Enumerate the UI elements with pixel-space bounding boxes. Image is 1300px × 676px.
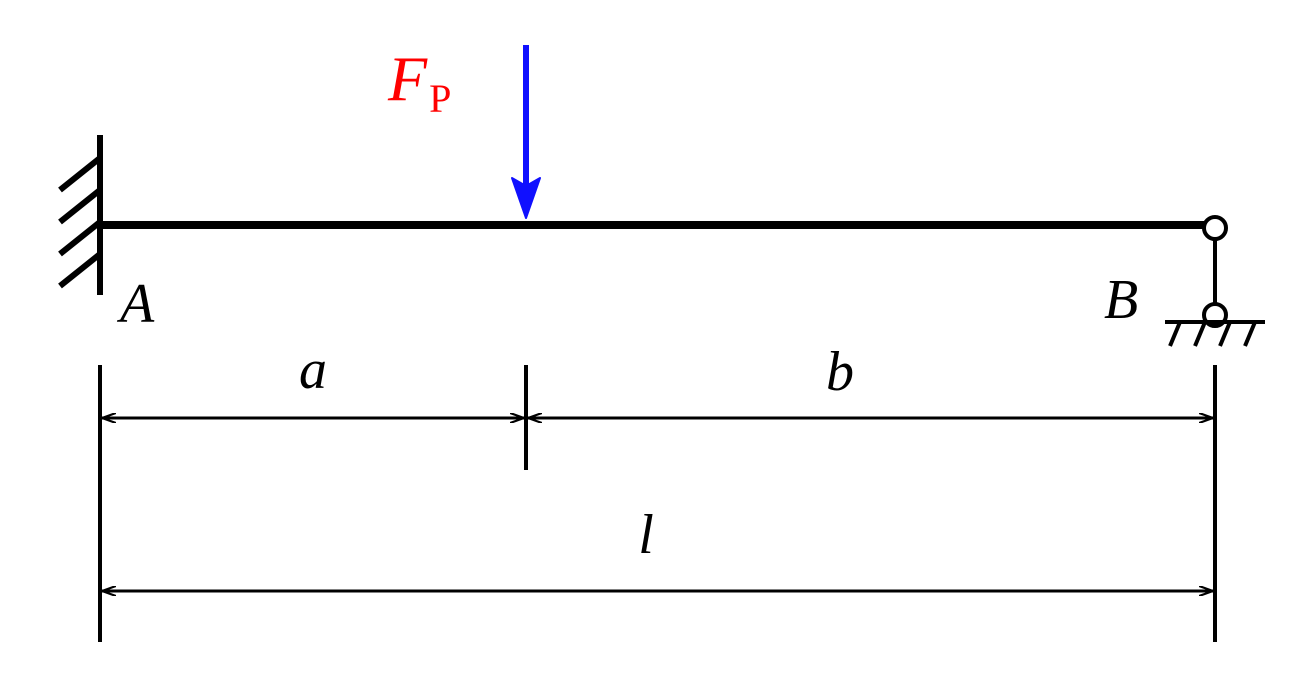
force-arrow	[511, 45, 541, 219]
extension-lines	[98, 365, 1217, 642]
dimension-l-label: l	[638, 504, 654, 566]
dimension-lines	[102, 418, 1213, 591]
roller-support-b	[1165, 215, 1265, 347]
dimension-b-label: b	[826, 341, 854, 403]
force-label-main: F	[387, 43, 428, 114]
force-label: FP	[387, 43, 451, 121]
ground-hatching	[1168, 321, 1257, 347]
fixed-support-hatching	[58, 155, 102, 289]
support-b-label: B	[1104, 269, 1138, 331]
force-label-subscript: P	[429, 76, 451, 121]
pin-top	[1202, 215, 1228, 241]
dimension-a-label: a	[299, 339, 327, 401]
fixed-support-a	[58, 135, 103, 295]
support-a-label: A	[116, 273, 155, 335]
